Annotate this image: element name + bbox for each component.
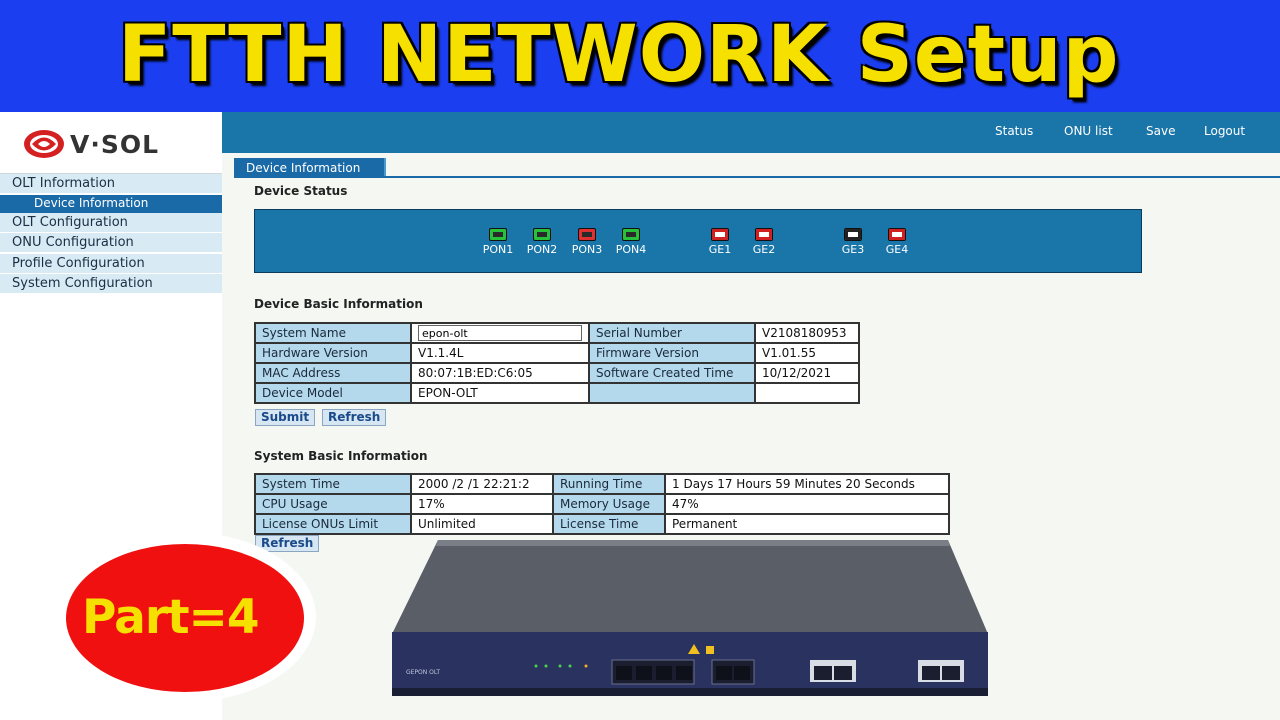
license-time-value: Permanent [664, 513, 950, 535]
nav-status[interactable]: Status [995, 124, 1034, 138]
ethernet-ports-right [918, 660, 964, 682]
part-badge [66, 544, 304, 692]
cpu-usage-value: 17% [410, 493, 554, 515]
banner-title: FTTH NETWORK Setup [118, 10, 1120, 100]
device-model-label: Device Model [254, 382, 412, 404]
empty-value-cell [754, 382, 860, 404]
cpu-usage-label: CPU Usage [254, 493, 412, 515]
ethernet-port-icon [888, 228, 906, 241]
table-row: System Time 2000 /2 /1 22:21:2 Running T… [254, 473, 950, 495]
license-onus-limit-label: License ONUs Limit [254, 513, 412, 535]
device-model-value: EPON-OLT [410, 382, 590, 404]
mac-address-value: 80:07:1B:ED:C6:05 [410, 362, 590, 384]
table-row: License ONUs Limit Unlimited License Tim… [254, 513, 950, 535]
sidebar-item-olt-configuration[interactable]: OLT Configuration [0, 212, 222, 233]
license-time-label: License Time [552, 513, 666, 535]
port-pon3[interactable]: PON3 [567, 228, 607, 256]
firmware-version-value: V1.01.55 [754, 342, 860, 364]
table-row: CPU Usage 17% Memory Usage 47% [254, 493, 950, 515]
sidebar-item-olt-information[interactable]: OLT Information [0, 174, 222, 194]
sidebar-item-device-information[interactable]: Device Information [0, 194, 222, 213]
port-label: PON3 [571, 243, 603, 256]
table-row: System Name Serial Number V2108180953 [254, 322, 860, 344]
port-label: PON4 [615, 243, 647, 256]
serial-number-label: Serial Number [588, 322, 756, 344]
basic-info-table: System Name Serial Number V2108180953 Ha… [254, 322, 860, 404]
port-ge4[interactable]: GE4 [877, 228, 917, 256]
table-row: Hardware Version V1.1.4L Firmware Versio… [254, 342, 860, 364]
software-created-value: 10/12/2021 [754, 362, 860, 384]
port-label: PON1 [482, 243, 514, 256]
brand-name: V·SOL [70, 130, 160, 159]
pon-ports [611, 659, 695, 685]
system-name-cell [410, 322, 590, 344]
sidebar-item-system-configuration[interactable]: System Configuration [0, 274, 222, 294]
ethernet-port-icon [755, 228, 773, 241]
basic-info-heading: Device Basic Information [254, 297, 423, 311]
software-created-label: Software Created Time [588, 362, 756, 384]
port-label: GE1 [708, 243, 732, 256]
sidebar: OLT Information Device Information OLT C… [0, 174, 222, 295]
refresh-button[interactable]: Refresh [322, 409, 387, 426]
part-badge-text: Part=4 [82, 590, 260, 645]
system-refresh-button[interactable]: Refresh [255, 535, 320, 552]
port-label: GE4 [885, 243, 909, 256]
port-ge2[interactable]: GE2 [744, 228, 784, 256]
top-navigation: Status ONU list Save Logout [222, 112, 1280, 153]
brand-logo: V·SOL [0, 112, 222, 174]
sidebar-item-onu-configuration[interactable]: ONU Configuration [0, 233, 222, 253]
port-pon4[interactable]: PON4 [611, 228, 651, 256]
nav-onu-list[interactable]: ONU list [1064, 124, 1113, 138]
firmware-version-label: Firmware Version [588, 342, 756, 364]
olt-device-image: GEPON OLT [392, 540, 988, 696]
tab-underline [234, 176, 1280, 178]
port-pon2[interactable]: PON2 [522, 228, 562, 256]
hardware-version-label: Hardware Version [254, 342, 412, 364]
serial-number-value: V2108180953 [754, 322, 860, 344]
table-row: Device Model EPON-OLT [254, 382, 860, 404]
nav-save[interactable]: Save [1146, 124, 1176, 138]
device-status-leds [534, 664, 588, 668]
nav-logout[interactable]: Logout [1204, 124, 1246, 138]
uplink-sfp-ports [711, 659, 755, 685]
ethernet-port-icon [844, 228, 862, 241]
pon-port-icon [533, 228, 551, 241]
ethernet-ports-left [810, 660, 856, 682]
system-name-label: System Name [254, 322, 412, 344]
system-time-value: 2000 /2 /1 22:21:2 [410, 473, 554, 495]
tab-device-information[interactable]: Device Information [234, 158, 386, 178]
pon-port-icon [622, 228, 640, 241]
memory-usage-value: 47% [664, 493, 950, 515]
sidebar-item-profile-configuration[interactable]: Profile Configuration [0, 253, 222, 274]
vsol-logo-icon [24, 130, 64, 158]
submit-button[interactable]: Submit [255, 409, 316, 426]
system-time-label: System Time [254, 473, 412, 495]
empty-label-cell [588, 382, 756, 404]
hardware-version-value: V1.1.4L [410, 342, 590, 364]
port-label: PON2 [526, 243, 558, 256]
license-onus-limit-value: Unlimited [410, 513, 554, 535]
table-row: MAC Address 80:07:1B:ED:C6:05 Software C… [254, 362, 860, 384]
port-ge3[interactable]: GE3 [833, 228, 873, 256]
device-status-heading: Device Status [254, 184, 348, 198]
system-info-heading: System Basic Information [254, 449, 428, 463]
device-status-panel: PON1 PON2 PON3 PON4 GE1 GE2 GE3 GE4 [254, 209, 1142, 273]
system-name-input[interactable] [418, 325, 582, 341]
device-panel-label: GEPON OLT [406, 669, 440, 676]
running-time-label: Running Time [552, 473, 666, 495]
port-label: GE2 [752, 243, 776, 256]
port-label: GE3 [841, 243, 865, 256]
system-info-table: System Time 2000 /2 /1 22:21:2 Running T… [254, 473, 950, 535]
title-banner: FTTH NETWORK Setup [0, 0, 1280, 112]
pon-port-icon [578, 228, 596, 241]
port-pon1[interactable]: PON1 [478, 228, 518, 256]
ethernet-port-icon [711, 228, 729, 241]
pon-port-icon [489, 228, 507, 241]
mac-address-label: MAC Address [254, 362, 412, 384]
port-ge1[interactable]: GE1 [700, 228, 740, 256]
running-time-value: 1 Days 17 Hours 59 Minutes 20 Seconds [664, 473, 950, 495]
memory-usage-label: Memory Usage [552, 493, 666, 515]
